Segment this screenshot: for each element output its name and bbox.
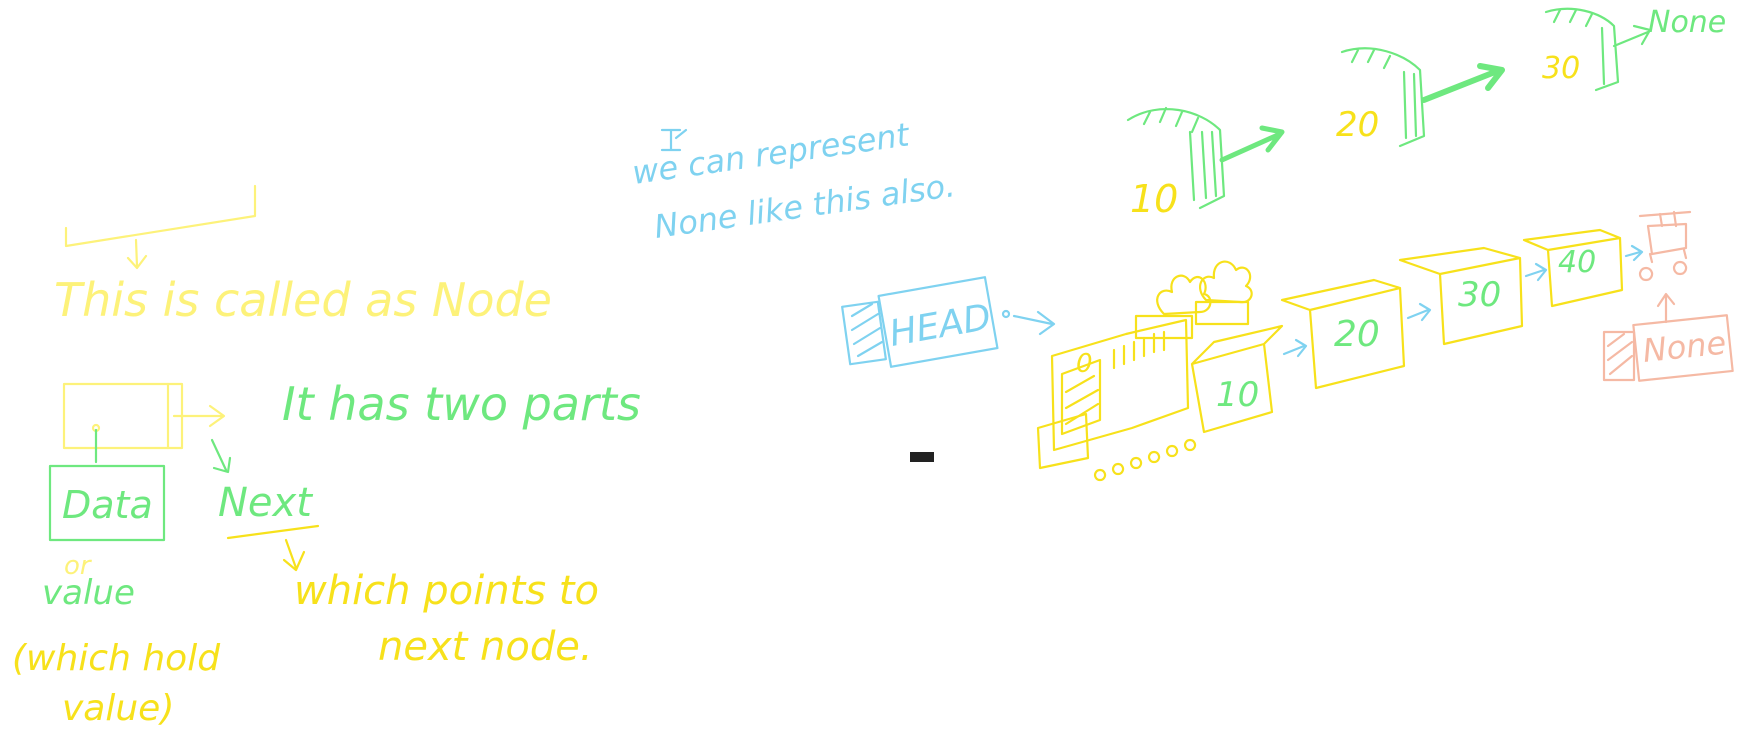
chain-value: 10 (1130, 177, 1178, 221)
engine-label: 0 (1076, 349, 1093, 379)
ground-symbol-icon (1340, 47, 1426, 148)
head-sign (841, 300, 887, 366)
none-box (1602, 330, 1636, 382)
link-arrow (1524, 262, 1548, 282)
head-sign-hatch (850, 302, 884, 358)
two-parts-text: It has two parts (282, 377, 641, 431)
engine-body (1050, 318, 1190, 452)
link-arrow (1406, 302, 1432, 322)
wagon (1280, 278, 1406, 390)
data-box (48, 464, 166, 542)
trailer-icon (1638, 210, 1692, 282)
link-arrow (1624, 244, 1644, 262)
none-label: None (1641, 323, 1728, 370)
next-label: Next (218, 480, 313, 526)
node-bracket (64, 184, 257, 248)
bracket-arrow (126, 238, 148, 270)
next-arrow (210, 438, 232, 474)
smoke-cloud-icon (1198, 260, 1253, 304)
ground-chain: 10 20 30 None (1126, 5, 1726, 221)
none-note: we can represent None like this also. (630, 115, 958, 246)
which-hold-line2: value) (62, 688, 174, 729)
engine-cabin-hatch (1060, 358, 1102, 436)
chain-arrow (1612, 24, 1652, 48)
wagon-label: 20 (1334, 314, 1380, 355)
wagon (1522, 228, 1624, 308)
wagon (1190, 324, 1284, 434)
wagon-label: 30 (1458, 275, 1501, 315)
head-label: HEAD (886, 297, 994, 355)
wagon (1398, 246, 1524, 346)
chain-arrow (1421, 63, 1505, 103)
trailer-up-arrow (1656, 292, 1676, 324)
ground-symbol-icon (1126, 106, 1226, 210)
node-explanation: This is called as Node It has two parts … (12, 184, 641, 729)
engine-grille (1112, 330, 1166, 370)
none-label-box (1632, 314, 1734, 382)
train-linked-list: HEAD 0 10 20 30 40 N (841, 210, 1734, 482)
next-underline (226, 524, 320, 540)
chain-value: 30 (1542, 51, 1580, 86)
wagon-label: 40 (1558, 245, 1596, 280)
points-line1: which points to (294, 568, 599, 614)
wagon-label: 10 (1216, 375, 1259, 415)
ground-symbol-icon (1544, 7, 1620, 92)
engine-cowcatcher (1036, 412, 1090, 470)
data-label: Data (62, 483, 153, 527)
next-down-arrow (282, 538, 306, 572)
head-pointer-dot (1001, 309, 1011, 319)
points-line2: next node. (378, 624, 593, 670)
link-arrow (1282, 338, 1308, 358)
head-arrow (1012, 310, 1056, 336)
chain-arrow (1219, 125, 1285, 163)
cursor-mark (910, 452, 934, 462)
node-box (62, 382, 184, 450)
which-hold-line1: (which hold (12, 638, 221, 679)
engine-wheels (1093, 438, 1197, 482)
chain-none-label: None (1648, 5, 1726, 40)
note-arrow-glyph (660, 128, 688, 152)
node-caption: This is called as Node (54, 273, 552, 327)
engine-chimney (1134, 314, 1194, 340)
node-pointer-arrow (172, 404, 226, 428)
head-box (877, 276, 999, 368)
engine-chimney (1194, 300, 1250, 326)
chain-value: 20 (1336, 105, 1379, 145)
or-label: or (64, 551, 93, 581)
none-box-hatch (1606, 332, 1634, 376)
value-label: value (42, 573, 135, 613)
